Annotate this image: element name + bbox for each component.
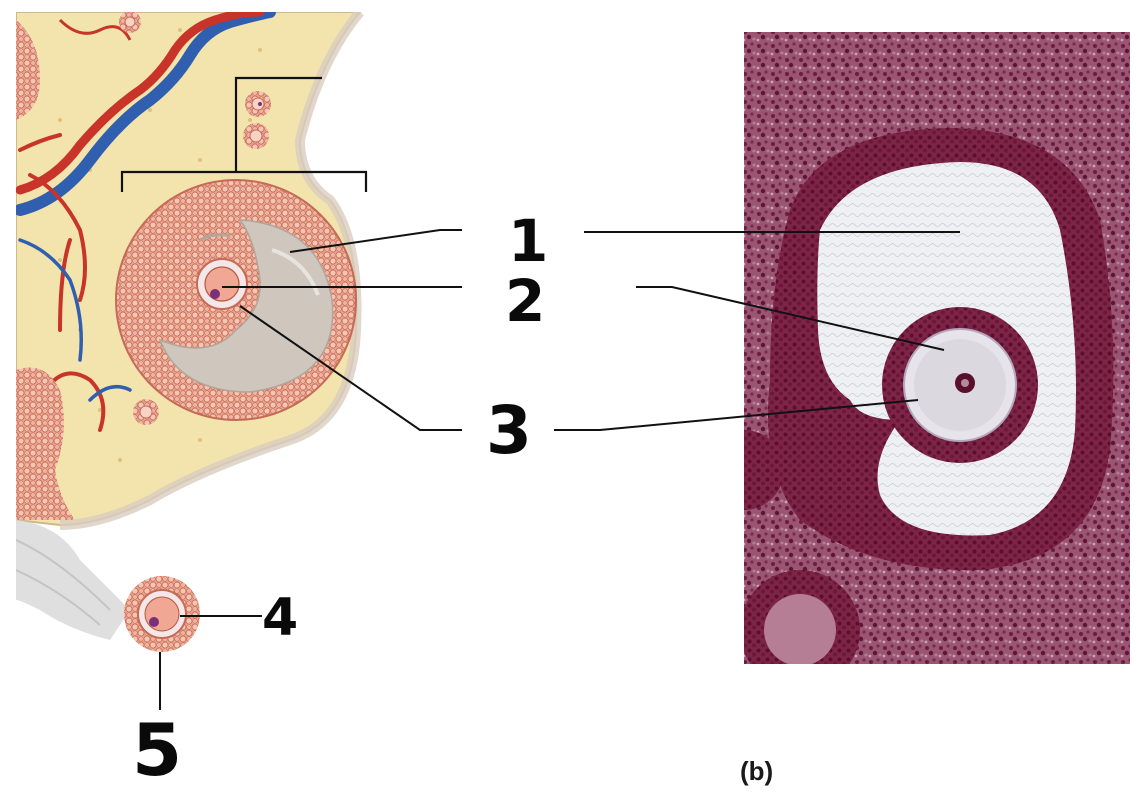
vein (16, 12, 276, 216)
leader-3-right (554, 399, 919, 431)
panel-caption: (b) (740, 756, 774, 786)
oocyte-nucleus (210, 289, 220, 299)
label-1: 1 (508, 207, 549, 275)
artery (16, 12, 265, 195)
label-2: 2 (505, 267, 546, 335)
primordial-follicles (119, 12, 271, 425)
label-3: 3 (486, 392, 532, 469)
label-4: 4 (262, 588, 299, 648)
leader-2-right (636, 286, 945, 351)
label-5: 5 (132, 708, 183, 792)
vesicular-follicle (115, 179, 357, 421)
follicle-illustration (16, 12, 364, 652)
ovulated-oocyte (124, 576, 200, 652)
leader-1-left (289, 229, 462, 253)
oocyte (204, 266, 240, 302)
antrum (158, 219, 334, 393)
leader-3-left (239, 305, 462, 431)
bracket-lines (120, 76, 368, 192)
histology-micrograph (744, 32, 1130, 664)
leader-lines (159, 229, 960, 710)
